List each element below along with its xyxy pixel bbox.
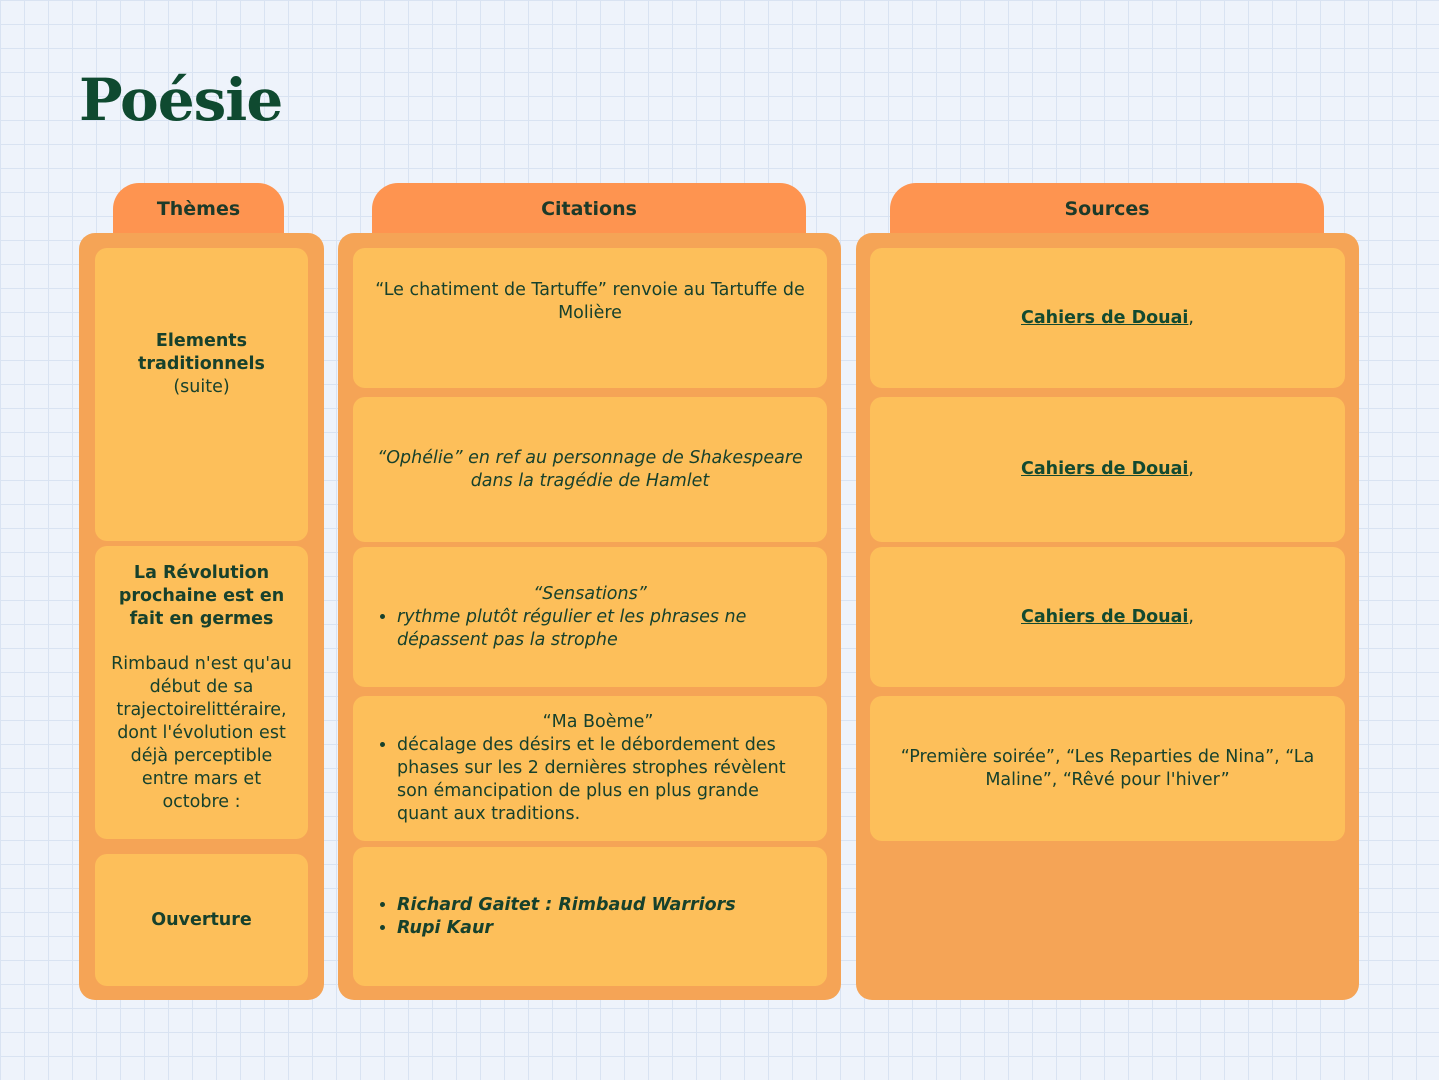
theme-elements-line3: (suite) — [173, 377, 230, 397]
theme-revolution-body-4: dont l'évolution est — [117, 722, 286, 743]
sources-panel: Cahiers de Douai, Cahiers de Douai, Cahi… — [856, 233, 1359, 1000]
themes-panel: Elements traditionnels (suite) La Révolu… — [79, 233, 324, 1000]
theme-revolution-body-6: entre mars et — [141, 768, 262, 789]
citation-ophelie-line1: “Ophélie” en ref au personnage de Shakes… — [377, 447, 803, 468]
citation-cell-sensations: “Sensations” rythme plutôt régulier et l… — [353, 547, 827, 687]
citation-sensations-title: “Sensations” — [533, 583, 647, 604]
theme-revolution-heading-1: La Révolution — [133, 562, 270, 583]
source-cell-3: Cahiers de Douai, — [870, 547, 1345, 687]
source-cell-2: Cahiers de Douai, — [870, 397, 1345, 542]
source-poems-line1: “Première soirée”, “Les Reparties de Nin… — [900, 746, 1315, 767]
theme-elements-line1: Elements — [155, 331, 248, 351]
citation-ma-boeme-list: décalage des désirs et le débordement de… — [353, 734, 813, 826]
theme-cell-revolution: La Révolution prochaine est en fait en g… — [95, 546, 308, 839]
theme-ouverture: Ouverture — [151, 909, 252, 930]
theme-revolution-heading-2: prochaine est en — [118, 585, 285, 606]
citation-tartuffe-line2: Molière — [558, 303, 622, 323]
source-link-cahiers-de-douai[interactable]: Cahiers de Douai — [1021, 459, 1189, 479]
source-link-cahiers-de-douai[interactable]: Cahiers de Douai — [1021, 307, 1189, 328]
list-item: Rupi Kaur — [397, 917, 827, 940]
theme-revolution-body-3: trajectoirelittéraire, — [116, 699, 287, 720]
theme-revolution-heading-3: fait en germes — [129, 608, 274, 629]
theme-cell-elements: Elements traditionnels (suite) — [95, 248, 308, 541]
theme-revolution-body-5: déjà perceptible — [130, 745, 273, 766]
citation-cell-tartuffe: “Le chatiment de Tartuffe” renvoie au Ta… — [353, 248, 827, 388]
source-poems-line2: Maline”, “Rêvé pour l'hiver” — [985, 769, 1230, 790]
theme-cell-ouverture: Ouverture — [95, 854, 308, 986]
theme-revolution-body-1: Rimbaud n'est qu'au — [111, 653, 292, 674]
theme-elements-line2: traditionnels — [138, 354, 265, 374]
source-link-cahiers-de-douai[interactable]: Cahiers de Douai — [1021, 606, 1189, 627]
citation-sensations-list: rythme plutôt régulier et les phrases ne… — [353, 606, 797, 652]
theme-revolution-body-7: octobre : — [162, 791, 241, 812]
source-cell-4: “Première soirée”, “Les Reparties de Nin… — [870, 696, 1345, 841]
citation-ophelie-line2: dans la tragédie de Hamlet — [470, 470, 710, 491]
citation-cell-ma-boeme: “Ma Boème” décalage des désirs et le déb… — [353, 696, 827, 841]
citation-tartuffe-line1: “Le chatiment de Tartuffe” renvoie au Ta… — [375, 280, 805, 300]
list-item: Richard Gaitet : Rimbaud Warriors — [397, 894, 827, 917]
citations-panel: “Le chatiment de Tartuffe” renvoie au Ta… — [338, 233, 841, 1000]
page-title: Poésie — [79, 66, 283, 134]
citation-cell-ophelie: “Ophélie” en ref au personnage de Shakes… — [353, 397, 827, 542]
theme-revolution-body-2: début de sa — [149, 676, 254, 697]
source-cell-1: Cahiers de Douai, — [870, 248, 1345, 388]
citation-ouverture-list: Richard Gaitet : Rimbaud Warriors Rupi K… — [353, 894, 827, 940]
list-item: rythme plutôt régulier et les phrases ne… — [397, 606, 797, 652]
citation-ma-boeme-title: “Ma Boème” — [542, 712, 654, 732]
citation-cell-ouverture: Richard Gaitet : Rimbaud Warriors Rupi K… — [353, 847, 827, 986]
list-item: décalage des désirs et le débordement de… — [397, 734, 813, 826]
